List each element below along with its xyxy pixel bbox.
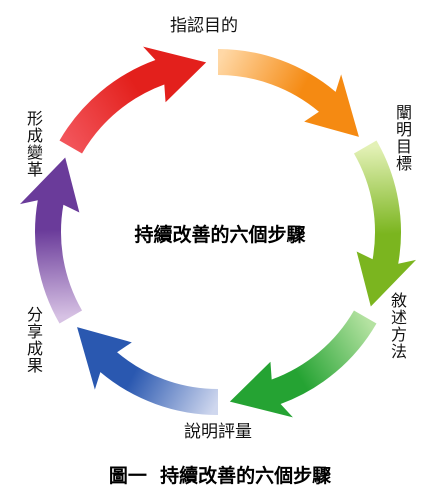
step-label-describe-methods: 敘述方法 [388, 292, 407, 360]
step-label-form-change: 形成變革 [24, 110, 43, 178]
step-label-share-results: 分享成果 [24, 306, 43, 374]
cycle-arrow-explain-measures [229, 310, 377, 418]
cycle-arrow-identify-purpose [59, 46, 207, 154]
cycle-arrow-form-change [19, 157, 83, 324]
cycle-arrow-describe-methods [353, 140, 417, 307]
step-label-explain-measures: 說明評量 [184, 422, 252, 442]
cycle-arrow-share-results [77, 327, 218, 415]
step-label-clarify-goals: 闡明目標 [393, 104, 412, 172]
step-label-identify-purpose: 指認目的 [170, 16, 238, 36]
center-title: 持續改善的六個步驟 [134, 224, 306, 246]
cycle-arrow-clarify-goals [218, 49, 359, 137]
figure-caption: 圖一 持續改善的六個步驟 [108, 465, 332, 487]
